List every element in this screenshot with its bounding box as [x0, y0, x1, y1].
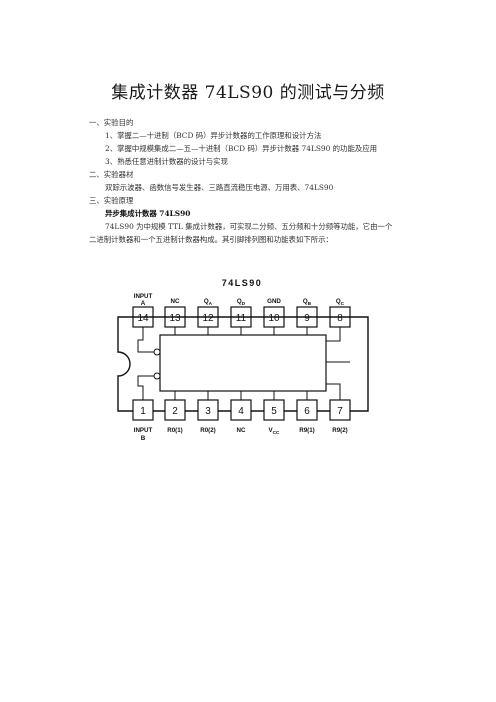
objective-item-2: 2、掌握中规模集成二—五—十进制（BCD 码）异步计数器 74LS90 的功能及… — [105, 144, 378, 153]
section-3-subheading: 异步集成计数器 74LS90 — [105, 209, 191, 218]
section-1-heading: 一、实验目的 — [89, 118, 134, 127]
pin-number-6: 6 — [304, 406, 310, 417]
bottom-pin-label-2: R0(1) — [167, 427, 182, 434]
bottom-pin-label-7: R9(2) — [332, 427, 347, 434]
pin-number-2: 2 — [172, 406, 178, 417]
top-pin-label-11: QD — [237, 298, 246, 307]
bottom-pin-label-5: VCC — [268, 427, 280, 436]
pin-number-7: 7 — [337, 406, 343, 417]
pin-number-5: 5 — [271, 406, 277, 417]
bottom-pin-sublabel-1: B — [141, 435, 146, 442]
bottom-pin-7: 7 — [329, 399, 351, 421]
inverter-bubble-a — [153, 348, 161, 356]
bottom-pin-3: 3 — [197, 399, 219, 421]
bottom-pin-label-3: R0(2) — [200, 427, 215, 434]
page-title: 集成计数器 74LS90 的测试与分频 — [111, 83, 385, 103]
package-outline — [117, 316, 369, 412]
section-3-heading: 三、实验原理 — [89, 196, 134, 205]
principle-paragraph-line-1: 74LS90 为中规模 TTL 集成计数器，可实现二分频、五分频和十分频等功能，… — [105, 222, 393, 231]
pin-number-14: 14 — [137, 313, 149, 324]
top-pin-label-10: GND — [267, 298, 281, 305]
pin-number-10: 10 — [268, 313, 280, 324]
bottom-pin-6: 6 — [296, 399, 318, 421]
objective-item-1: 1、掌握二—十进制（BCD 码）异步计数器的工作原理和设计方法 — [105, 131, 322, 140]
pin-number-13: 13 — [169, 313, 181, 324]
bottom-pin-4: 4 — [230, 399, 252, 421]
top-pin-label-12: QA — [204, 298, 213, 307]
top-pin-sublabel-14: A — [141, 300, 146, 307]
bottom-pin-5: 5 — [263, 399, 285, 421]
pin-number-9: 9 — [304, 313, 310, 324]
top-pin-label-9: QB — [303, 298, 312, 307]
bottom-pin-label-1: INPUT — [134, 427, 153, 434]
chip-name: 74LS90 — [222, 278, 263, 288]
section-2-heading: 二、实验器材 — [89, 170, 134, 179]
pin-number-1: 1 — [140, 406, 146, 417]
top-pin-label-13: NC — [171, 298, 180, 305]
pin-number-12: 12 — [202, 313, 214, 324]
bottom-pin-1: 1 — [132, 399, 154, 421]
pin-number-11: 11 — [236, 313, 247, 324]
internal-wiring — [137, 327, 350, 400]
bottom-pin-label-4: NC — [237, 427, 246, 434]
bottom-pin-label-6: R9(1) — [299, 427, 314, 434]
pin-number-4: 4 — [238, 406, 244, 417]
equipment-list: 双踪示波器、函数信号发生器、三路直流稳压电源、万用表、74LS90 — [105, 183, 334, 192]
pin-number-3: 3 — [205, 406, 211, 417]
pin-number-8: 8 — [337, 313, 343, 324]
objective-item-3: 3、熟悉任意进制计数器的设计与实现 — [105, 157, 228, 166]
inverter-bubble-b — [153, 372, 161, 380]
top-pin-label-8: QC — [336, 298, 345, 307]
bottom-pin-2: 2 — [164, 399, 186, 421]
principle-paragraph-line-2: 二进制计数器和一个五进制计数器构成。其引脚排列图和功能表如下所示： — [89, 235, 333, 244]
top-pin-label-14: INPUT — [134, 293, 153, 300]
inner-block — [159, 334, 327, 392]
